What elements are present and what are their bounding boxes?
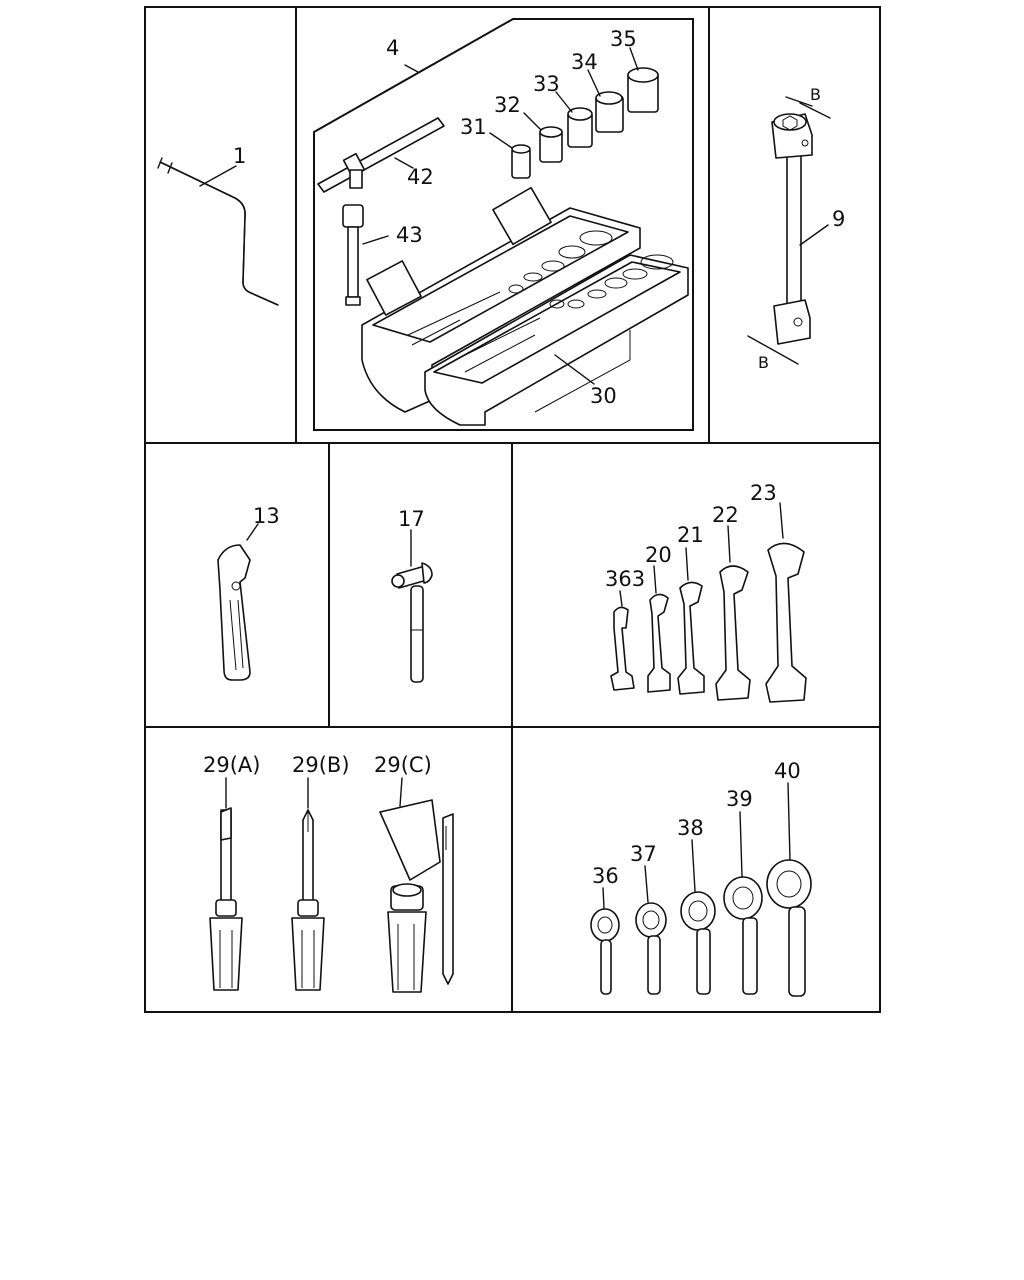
label-part-17: 17 [398,507,425,531]
socket-part-34: 34 [571,50,624,133]
label-part-1: 1 [233,144,246,168]
tool-case-part-30: 30 [361,186,689,426]
socket-kit-box: 4 [313,18,694,431]
open-end-wrench-part-23: 23 [750,481,807,703]
screwdriver-set-part-29: 29(A) 29(B) 29(C) [203,753,454,993]
ring-spanner-set: 36 37 38 39 40 [590,759,812,997]
label-part-23: 23 [750,481,777,505]
label-part-34: 34 [571,50,598,74]
label-part-22: 22 [712,503,739,527]
ring-spanner-part-37: 37 [630,842,667,995]
open-end-wrench-part-22: 22 [712,503,751,701]
label-part-30: 30 [590,384,617,408]
open-end-wrench-set: 363 20 21 22 23 [605,481,807,703]
label-part-363: 363 [605,567,645,591]
open-end-wrench-part-20: 20 [645,543,672,693]
label-part-29b: 29(B) [292,753,350,777]
label-part-31: 31 [460,115,487,139]
socket-part-33: 33 [533,72,593,148]
label-dimension-b-bottom: B [758,353,769,372]
t-handle-part-42: 42 [317,117,445,193]
label-part-9: 9 [832,207,845,231]
label-part-29a: 29(A) [203,753,260,777]
label-part-43: 43 [396,223,423,247]
label-part-36: 36 [592,864,619,888]
socket-part-31: 31 [460,115,531,179]
label-part-21: 21 [677,523,704,547]
diagram-frame [144,6,881,1013]
hammer-part-17: 17 [391,507,433,683]
label-part-29c: 29(C) [374,753,432,777]
label-part-20: 20 [645,543,672,567]
label-part-37: 37 [630,842,657,866]
open-end-wrench-part-363: 363 [605,567,645,691]
label-part-13: 13 [253,504,280,528]
socket-part-32: 32 [494,93,563,163]
label-part-35: 35 [610,27,637,51]
open-end-wrench-part-21: 21 [677,523,705,695]
label-part-4: 4 [386,36,399,60]
label-part-42: 42 [407,165,434,189]
label-part-39: 39 [726,787,753,811]
label-part-38: 38 [677,816,704,840]
screwdriver-part-29c: 29(C) [374,753,454,993]
label-part-32: 32 [494,93,521,117]
label-part-40: 40 [774,759,801,783]
ring-spanner-part-40: 40 [766,759,812,997]
label-part-33: 33 [533,72,560,96]
ring-spanner-part-38: 38 [677,816,716,995]
crank-handle-part-1: 1 [157,144,279,306]
label-dimension-b-top: B [810,85,821,104]
ring-spanner-part-36: 36 [590,864,620,995]
socket-set: 31 32 33 34 35 [460,27,659,179]
adjustable-wrench-part-13: 13 [217,504,280,681]
extension-bar-part-43: 43 [342,204,423,306]
socket-part-35: 35 [610,27,659,113]
ring-spanner-part-39: 39 [723,787,763,995]
screwdriver-part-29b: 29(B) [291,753,350,991]
screwdriver-part-29a: 29(A) [203,753,260,991]
box-wrench-part-9: B B 9 [747,85,845,372]
